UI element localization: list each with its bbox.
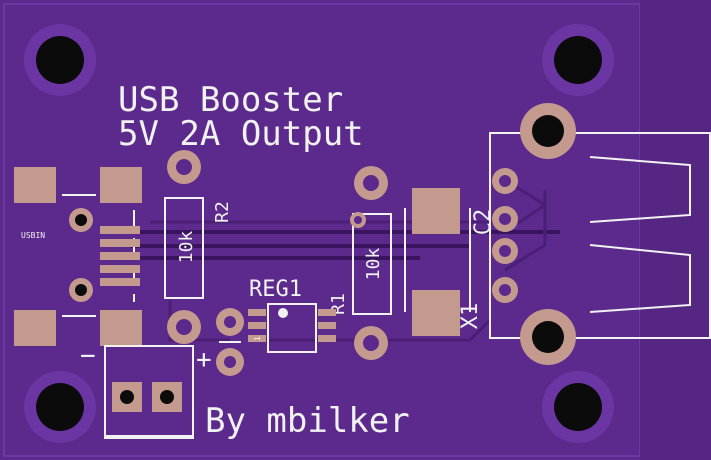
capacitor-c2 xyxy=(404,188,471,336)
mounting-hole-top-right xyxy=(542,24,614,96)
terminal-plus: + xyxy=(196,345,212,375)
pin1-marker: 1 xyxy=(253,336,262,341)
r2-value: 10k xyxy=(176,231,197,264)
screw-terminal xyxy=(104,345,194,439)
reg1-ref: REG1 xyxy=(249,277,302,302)
regulator-reg1 xyxy=(216,303,336,376)
usbin-label: USBIN xyxy=(21,231,45,240)
mounting-hole-bottom-left xyxy=(24,371,96,443)
board-right-strip xyxy=(640,0,711,460)
board-title-line1: USB Booster xyxy=(118,80,343,120)
mounting-hole-top-left xyxy=(24,24,96,96)
resistor-r1 xyxy=(352,166,392,360)
x1-ref: X1 xyxy=(458,303,483,330)
board-title-line2: 5V 2A Output xyxy=(118,114,364,154)
usb-input-footprint xyxy=(14,167,142,346)
terminal-minus: − xyxy=(80,341,96,371)
c2-ref: C2 xyxy=(471,209,496,236)
usb-output-footprint-x1 xyxy=(489,103,711,365)
r1-value: 10k xyxy=(363,248,384,281)
board-author: By mbilker xyxy=(205,401,410,441)
resistor-r2 xyxy=(164,150,204,344)
r2-ref: R2 xyxy=(212,201,233,223)
mounting-hole-bottom-right xyxy=(542,371,614,443)
